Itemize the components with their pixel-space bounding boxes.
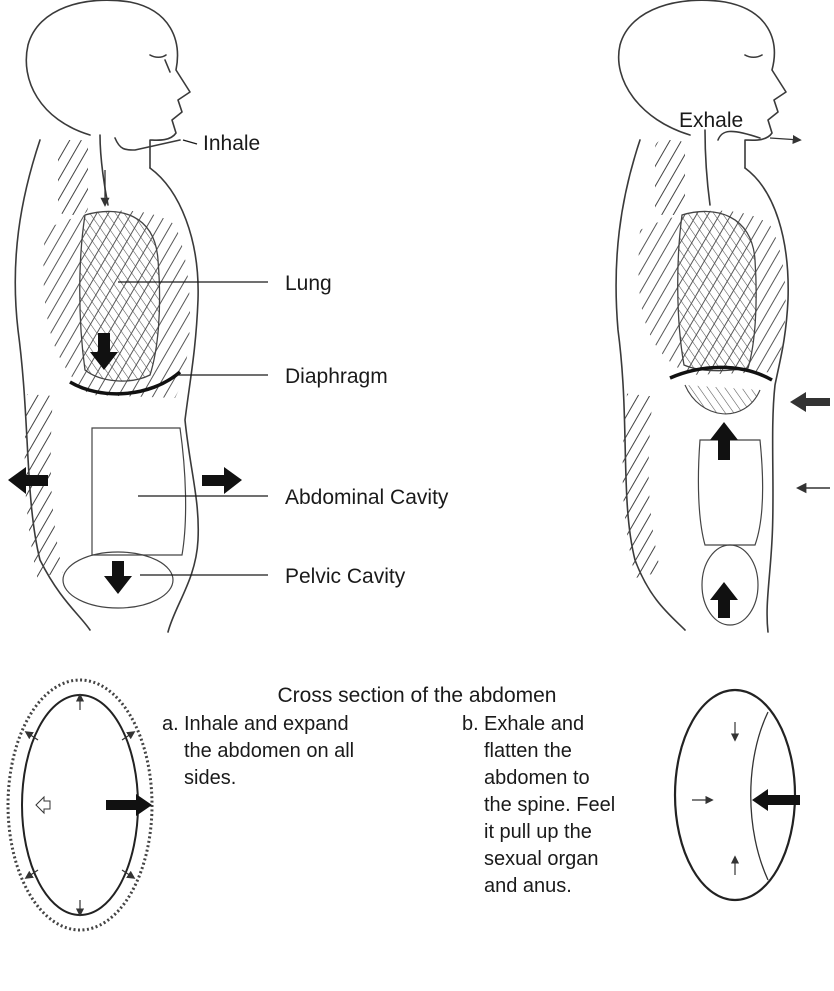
exhale-lower-spine [636,395,648,575]
exhale-head-outline [619,0,786,168]
inhale-label: Inhale [203,132,260,155]
left-arrow-icon [36,797,50,813]
abdominal-cavity-label: Abdominal Cavity [285,486,449,509]
exhale-eye [745,55,762,57]
exhale-upper-abdomen [685,385,760,414]
right-arrow-icon [106,794,152,816]
down-arrow-icon [104,561,132,594]
inhale-neck-spine [58,140,88,215]
exhale-label: Exhale [679,109,743,132]
exhale-abdominal-cavity [698,440,762,545]
inhale-abdominal-cavity [92,428,186,555]
right-arrow-icon [202,467,242,494]
up-arrow-icon [710,422,738,460]
caption-b-text: Exhale and flatten the abdomen to the sp… [462,711,620,900]
cross-section-exhale [675,690,800,900]
caption-b: b. Exhale and flatten the abdomen to the… [462,711,620,900]
diaphragm-label: Diaphragm [285,365,388,388]
lung-label: Lung [285,272,332,295]
inhale-eye [150,55,166,57]
left-arrow-icon [752,789,800,811]
exhale-airway-2 [718,131,760,140]
exhale-neck-spine [655,140,685,215]
caption-b-marker: b. [462,711,479,738]
caption-a-text: Inhale and expand the abdomen on all sid… [162,711,362,792]
pelvic-cavity-label: Pelvic Cavity [285,565,406,588]
inhale-airway [100,135,108,205]
inhale-lung [80,211,160,381]
inhale-ear-line [165,60,170,72]
inhale-airway-2 [115,138,180,150]
exhale-figure [616,0,830,632]
exhale-breath-arrow [770,138,800,140]
inhale-leader-line [183,140,197,144]
cross-section-title: Cross section of the abdomen [278,684,557,707]
caption-a: a. Inhale and expand the abdomen on all … [162,711,362,792]
exhale-lung [678,211,756,370]
exhale-airway [705,130,710,205]
cross-section-inhale [8,680,152,930]
up-arrow-icon [710,582,738,618]
left-arrow-icon [790,392,830,412]
inhale-figure [8,0,268,632]
caption-a-marker: a. [162,711,179,738]
